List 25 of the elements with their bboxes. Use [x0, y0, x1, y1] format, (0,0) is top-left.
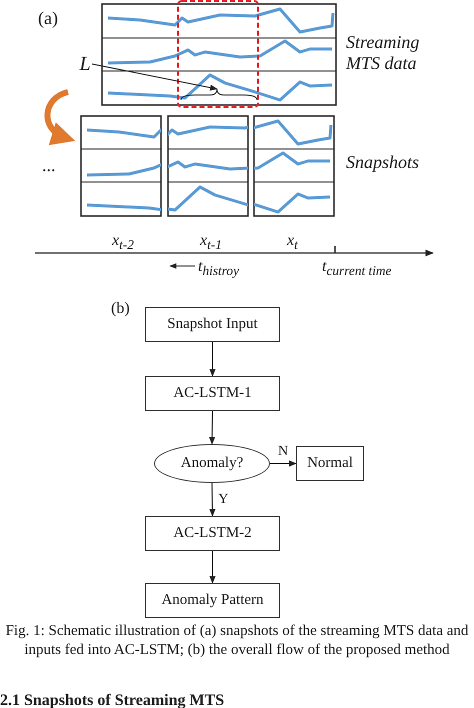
arrow — [209, 551, 216, 584]
arrow — [209, 411, 216, 445]
process-box: Normal — [296, 446, 364, 481]
axis-label: t$_{histroy}$ — [198, 258, 239, 278]
axis-label: x$_{t-2}$ — [112, 232, 134, 252]
callout-letter: L — [78, 52, 92, 76]
axis-label: x$_{t-1}$ — [200, 232, 222, 252]
process-box: AC-LSTM-2 — [145, 516, 280, 551]
brace-symbol — [180, 88, 258, 100]
decision-ellipse: Anomaly? — [154, 444, 270, 483]
leader-line — [92, 63, 218, 91]
arrow — [209, 483, 216, 517]
process-box: Snapshot Input — [145, 307, 280, 342]
arrow — [270, 460, 297, 467]
panel-label: (b) — [111, 300, 130, 318]
panel-label: (a) — [38, 8, 58, 29]
axis-label: t$_{current time}$ — [322, 258, 392, 278]
process-box: Anomaly Pattern — [145, 583, 280, 618]
ellipsis: ... — [42, 155, 56, 176]
axis-label: x$_{t}$ — [287, 232, 298, 252]
process-box: AC-LSTM-1 — [145, 376, 280, 411]
label: Snapshots — [346, 152, 420, 173]
figure-caption: Fig. 1: Schematic illustration of (a) snapshots of the streaming MTS data and inputs fed into AC-LSTM; (b) the overall flow of the proposed method — [4, 622, 470, 660]
arrow — [209, 342, 216, 377]
label: Streaming MTS data — [346, 32, 420, 74]
